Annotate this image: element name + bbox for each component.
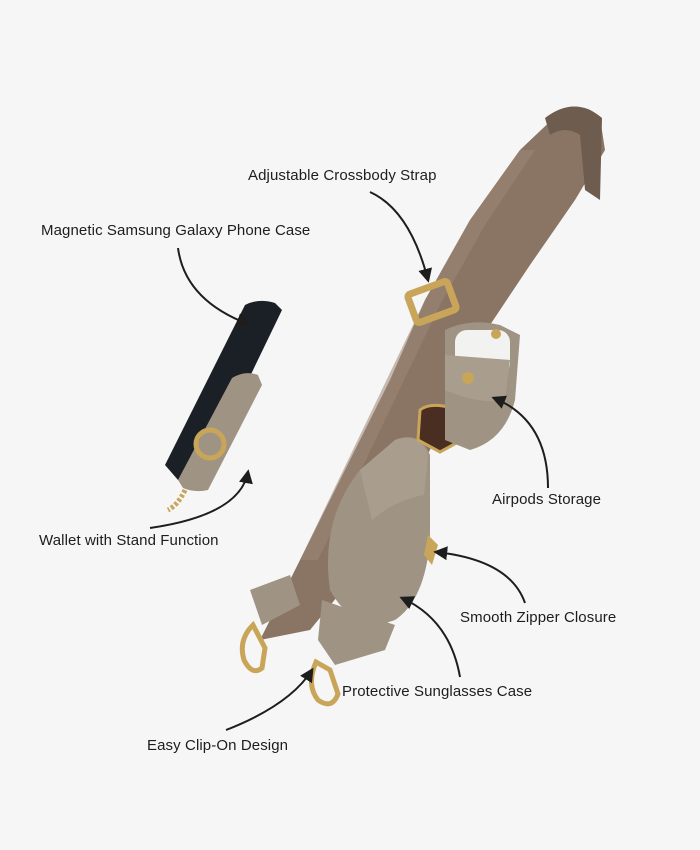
- airpods-flap: [445, 355, 510, 402]
- sunglasses-pouch-flap: [360, 437, 428, 520]
- zipper-pull: [424, 535, 438, 565]
- bottom-leather-tab: [318, 600, 395, 665]
- strap-back-loop: [545, 106, 602, 200]
- callout-crossbody: Adjustable Crossbody Strap: [248, 167, 437, 184]
- airpods-snap: [462, 372, 474, 384]
- phone-case: [165, 300, 282, 483]
- stand-ring: [193, 427, 227, 461]
- callout-phone-case: Magnetic Samsung Galaxy Phone Case: [41, 222, 311, 239]
- bottom-clip-hook: [309, 658, 341, 707]
- strap-highlight: [300, 150, 535, 560]
- adjuster-buckle: [404, 278, 460, 326]
- callout-wallet: Wallet with Stand Function: [39, 532, 219, 549]
- wallet-chain: [166, 488, 188, 513]
- left-leather-tab: [250, 575, 300, 625]
- left-clip-hook: [239, 620, 268, 674]
- callout-clip: Easy Clip-On Design: [147, 737, 289, 754]
- callout-zipper: Smooth Zipper Closure: [460, 609, 617, 626]
- callout-sunglasses: Protective Sunglasses Case: [342, 683, 533, 700]
- callout-airpods: Airpods Storage: [492, 491, 602, 508]
- top-snap: [491, 329, 501, 339]
